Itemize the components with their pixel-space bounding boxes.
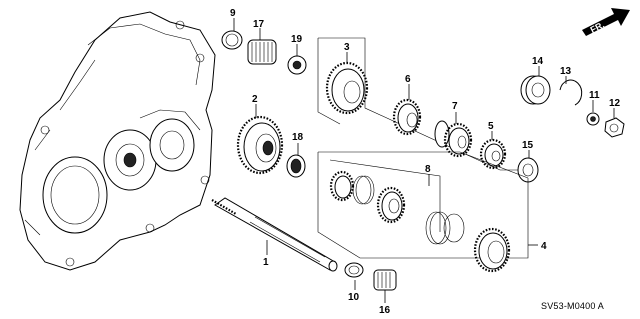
callout-17: 17 bbox=[253, 19, 265, 30]
mainshaft bbox=[211, 197, 338, 272]
part-9 bbox=[221, 30, 243, 50]
part-16 bbox=[373, 269, 397, 291]
callout-15: 15 bbox=[522, 140, 534, 151]
group-bracket-upper bbox=[318, 37, 518, 171]
part-10 bbox=[344, 262, 364, 278]
gear-6 bbox=[392, 98, 422, 136]
callout-10: 10 bbox=[348, 292, 360, 303]
part-18 bbox=[286, 154, 306, 178]
callout-7: 7 bbox=[452, 101, 458, 112]
callout-11: 11 bbox=[589, 90, 600, 101]
part-12 bbox=[604, 117, 625, 138]
gear-7 bbox=[434, 120, 473, 158]
direction-arrow-icon: FR. bbox=[582, 8, 630, 36]
callout-3: 3 bbox=[344, 42, 350, 53]
gear-3 bbox=[325, 61, 369, 115]
part-17 bbox=[247, 39, 277, 65]
callout-19: 19 bbox=[291, 34, 303, 45]
gear-2 bbox=[236, 115, 284, 175]
callout-16: 16 bbox=[379, 305, 391, 316]
gear-5 bbox=[479, 138, 507, 170]
callout-12: 12 bbox=[609, 98, 621, 109]
callout-9: 9 bbox=[230, 8, 236, 19]
callout-6: 6 bbox=[405, 74, 411, 85]
diagram-code: SV53-M0400 A bbox=[541, 301, 604, 311]
part-13 bbox=[559, 79, 583, 106]
synchro-assembly bbox=[329, 170, 511, 273]
callout-1: 1 bbox=[263, 257, 269, 268]
callout-18: 18 bbox=[292, 132, 304, 143]
callout-4: 4 bbox=[541, 241, 547, 252]
callout-8: 8 bbox=[425, 164, 431, 175]
part-14 bbox=[520, 75, 551, 105]
callout-13: 13 bbox=[560, 66, 572, 77]
part-11 bbox=[586, 112, 600, 126]
transmission-case bbox=[19, 11, 216, 271]
part-19 bbox=[287, 55, 307, 75]
callout-5: 5 bbox=[488, 121, 494, 132]
callout-2: 2 bbox=[252, 94, 258, 105]
callout-14: 14 bbox=[532, 56, 544, 67]
